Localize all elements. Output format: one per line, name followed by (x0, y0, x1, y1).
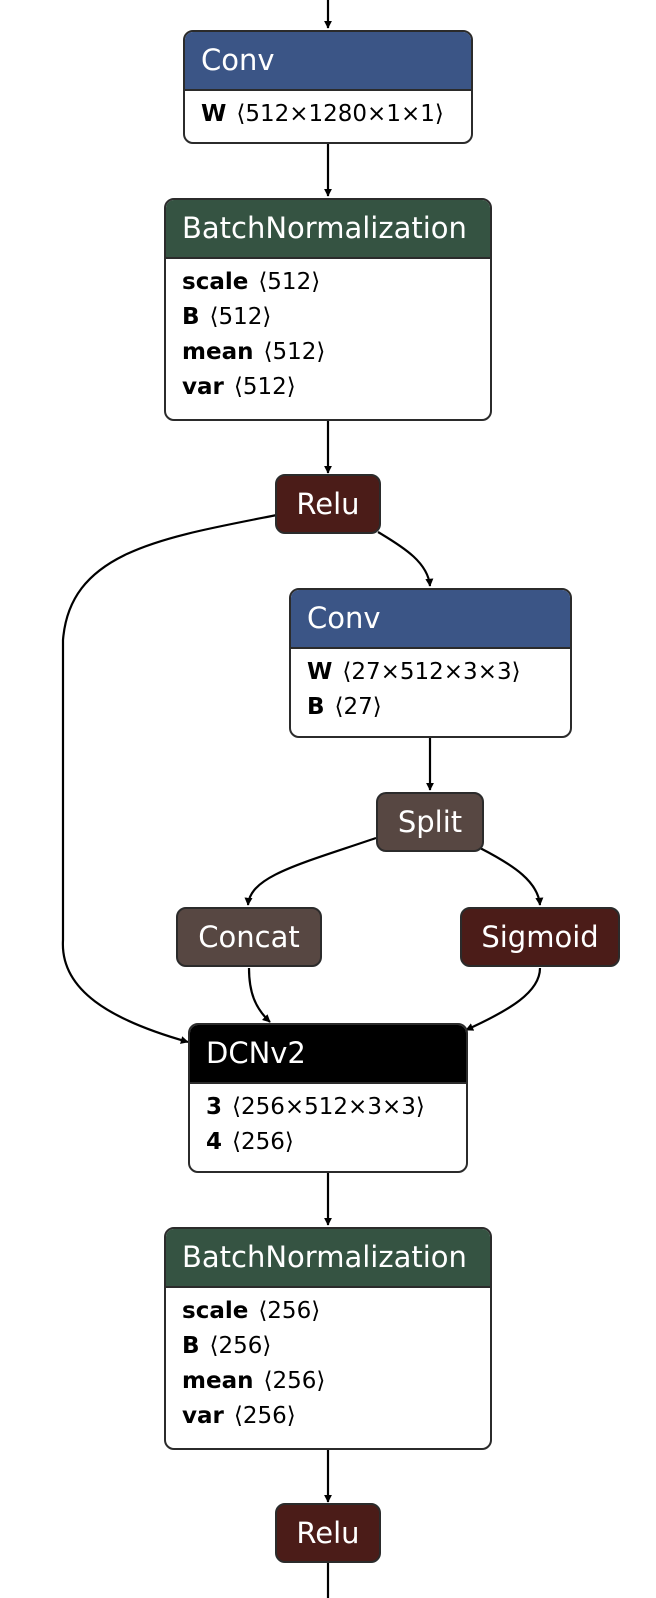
batchnorm-node-title: BatchNormalization (166, 1229, 490, 1288)
batchnorm-node[interactable]: BatchNormalization scale⟨512⟩ B⟨512⟩ mea… (164, 198, 492, 421)
conv-node[interactable]: Conv W⟨512×1280×1×1⟩ (183, 30, 473, 144)
dcnv2-node-title: DCNv2 (190, 1025, 466, 1084)
batchnorm-node-title: BatchNormalization (166, 200, 490, 259)
concat-node[interactable]: Concat (176, 907, 322, 967)
edge-concat-dcnv2 (247, 967, 271, 1023)
bias-attribute: B⟨256⟩ (182, 1333, 272, 1359)
edge-split-sigmoid (479, 847, 544, 906)
sigmoid-node[interactable]: Sigmoid (460, 907, 620, 967)
scale-attribute: scale⟨256⟩ (182, 1298, 321, 1324)
relu-node[interactable]: Relu (275, 1503, 381, 1563)
weight-attribute: W⟨512×1280×1×1⟩ (201, 101, 444, 127)
mean-attribute: mean⟨256⟩ (182, 1368, 326, 1394)
var-attribute: var⟨256⟩ (182, 1403, 296, 1429)
conv-offset-node-title: Conv (291, 590, 570, 649)
bias-attribute: B⟨512⟩ (182, 304, 272, 330)
edge-sigmoid-dcnv2 (465, 967, 542, 1032)
edge-split-concat (244, 836, 377, 906)
conv-offset-node[interactable]: Conv W⟨27×512×3×3⟩ B⟨27⟩ (289, 588, 572, 738)
edge-relu1-dcnv2 (61, 513, 278, 1044)
conv-node-title: Conv (185, 32, 471, 91)
var-attribute: var⟨512⟩ (182, 374, 296, 400)
scale-attribute: scale⟨512⟩ (182, 269, 321, 295)
bias-input-attribute: 4⟨256⟩ (206, 1129, 294, 1155)
split-node[interactable]: Split (376, 792, 484, 852)
batchnorm-node[interactable]: BatchNormalization scale⟨256⟩ B⟨256⟩ mea… (164, 1227, 492, 1450)
mean-attribute: mean⟨512⟩ (182, 339, 326, 365)
edge-relu1-conv2 (377, 531, 434, 587)
relu-node[interactable]: Relu (275, 474, 381, 534)
dcnv2-node[interactable]: DCNv2 3⟨256×512×3×3⟩ 4⟨256⟩ (188, 1023, 468, 1173)
bias-attribute: B⟨27⟩ (307, 694, 382, 720)
weight-input-attribute: 3⟨256×512×3×3⟩ (206, 1094, 425, 1120)
weight-attribute: W⟨27×512×3×3⟩ (307, 659, 521, 685)
